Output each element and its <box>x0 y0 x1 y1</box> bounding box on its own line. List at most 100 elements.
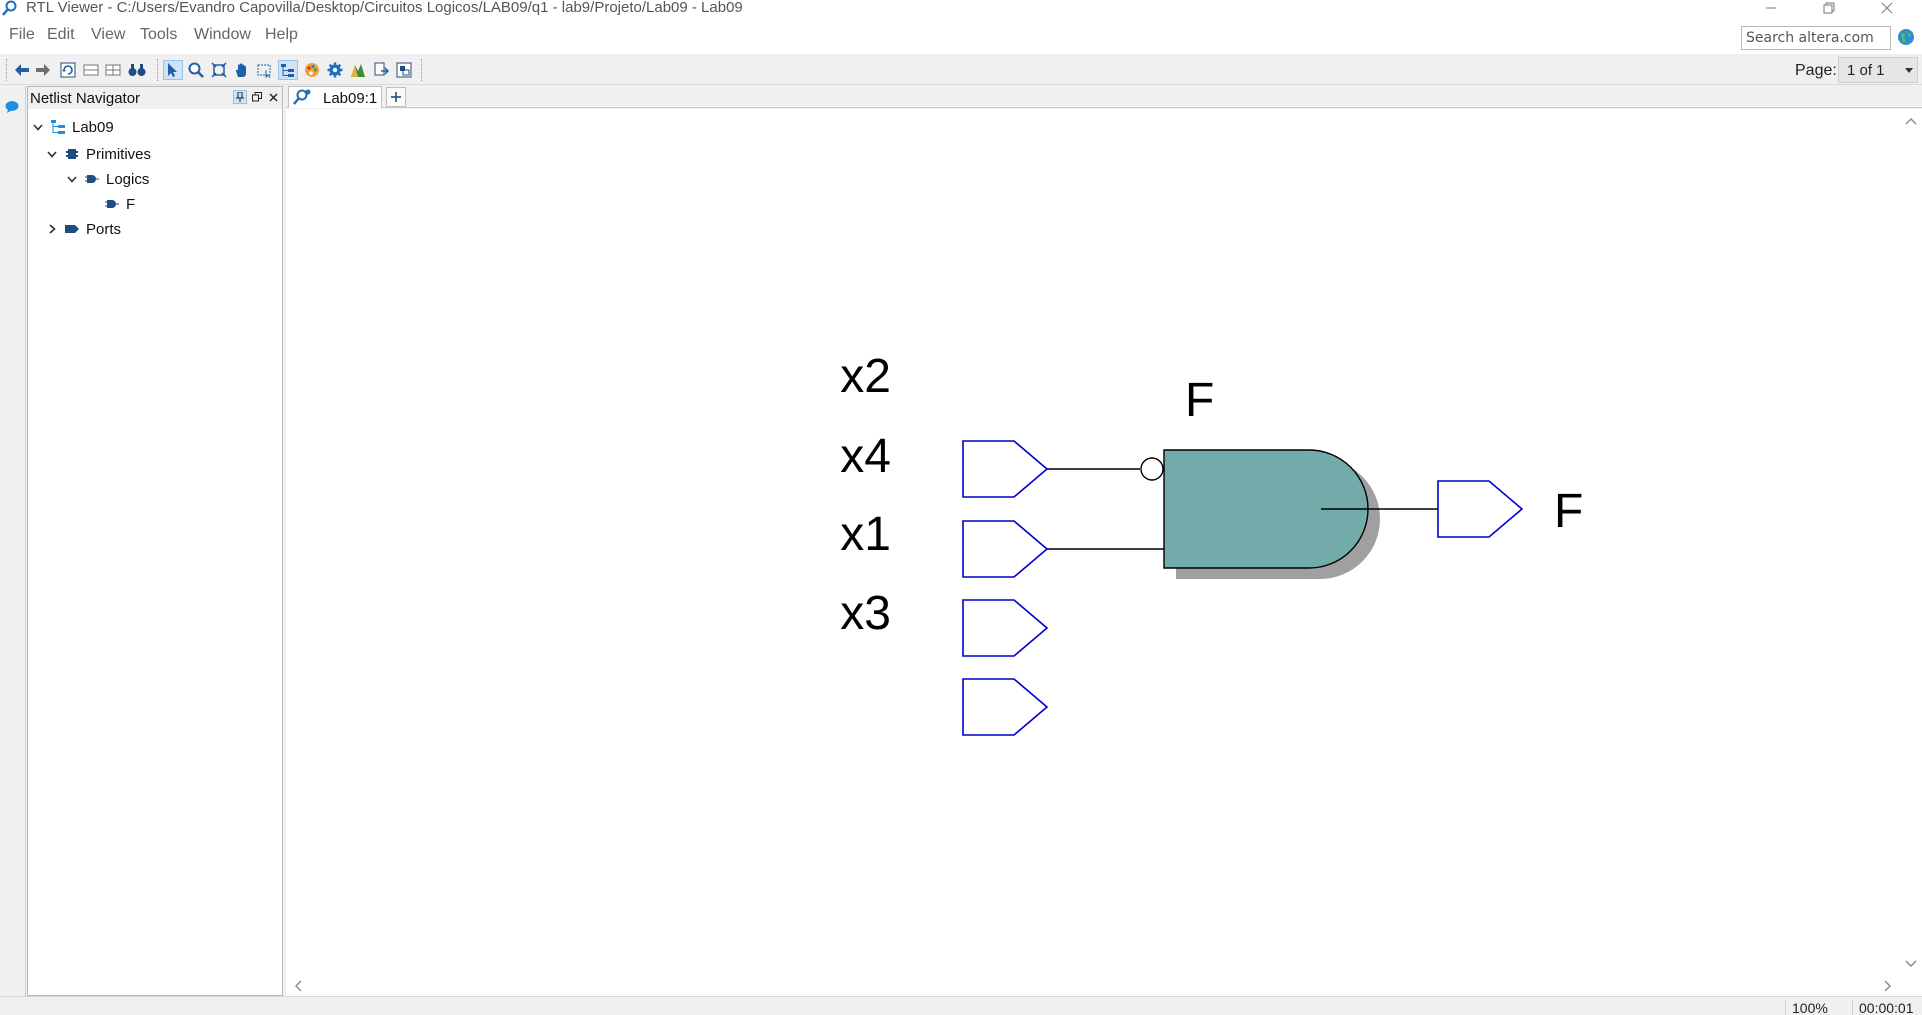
technology-map-button[interactable] <box>348 60 368 80</box>
find-button[interactable] <box>127 60 147 80</box>
gear-icon <box>327 62 343 78</box>
toolbar: Page: 1 of 1 <box>0 55 1922 85</box>
pin-button[interactable] <box>233 90 247 104</box>
horizontal-scrollbar[interactable] <box>286 976 1900 996</box>
window-title: RTL Viewer - C:/Users/Evandro Capovilla/… <box>26 0 743 16</box>
refresh-button[interactable] <box>58 60 78 80</box>
scroll-corner <box>1900 976 1922 996</box>
rtl-viewer-icon <box>292 89 312 110</box>
vertical-scrollbar[interactable] <box>1900 109 1922 976</box>
chevron-down-icon[interactable] <box>46 148 58 160</box>
close-icon <box>1881 2 1893 14</box>
forward-arrow-icon <box>36 64 50 76</box>
input-port-x4[interactable]: x4 <box>840 430 1049 578</box>
tree-item-ports[interactable]: Ports <box>46 219 121 239</box>
tree-item-primitives[interactable]: Primitives <box>46 144 151 164</box>
primitive-icon <box>64 148 80 160</box>
tree-item-f[interactable]: F <box>104 194 135 214</box>
hand-tool-button[interactable] <box>232 60 252 80</box>
minimize-button[interactable] <box>1748 0 1794 16</box>
zoom-icon <box>188 62 204 78</box>
input-port-x2[interactable]: x2 <box>840 350 1049 498</box>
add-tab-button[interactable] <box>386 87 406 107</box>
gate-label: F <box>1185 374 1214 427</box>
input-port-x1[interactable]: x1 <box>840 508 1049 657</box>
input-port-x3[interactable]: x3 <box>840 587 1049 736</box>
globe-icon[interactable] <box>1897 28 1915 46</box>
port-label-x1: x1 <box>840 508 891 561</box>
hierarchy-down-icon <box>105 64 121 76</box>
netlist-navigator-button[interactable] <box>278 60 298 80</box>
chevron-down-icon[interactable] <box>32 121 44 133</box>
refresh-icon <box>60 62 76 78</box>
back-button[interactable] <box>12 60 32 80</box>
navigator-title: Netlist Navigator <box>30 90 141 107</box>
chevron-right-icon[interactable] <box>46 223 58 235</box>
chart-icon <box>351 64 365 77</box>
status-bar: 100% 00:00:01 <box>0 996 1922 1015</box>
tab-lab09-1[interactable]: Lab09:1 <box>288 86 382 108</box>
float-icon <box>252 92 262 102</box>
selection-tool-button[interactable] <box>163 60 183 80</box>
scroll-left-arrow-icon[interactable] <box>295 980 302 992</box>
hand-icon <box>236 63 246 77</box>
page-label: Page: <box>1795 62 1837 79</box>
tree-item-label: Ports <box>86 220 122 238</box>
logic-gate-icon <box>84 173 100 185</box>
pointer-icon <box>168 63 177 77</box>
restore-button[interactable] <box>1806 0 1852 16</box>
toolbar-grip-3[interactable] <box>421 59 424 81</box>
search-input[interactable]: Search altera.com <box>1741 26 1891 50</box>
schematic-canvas[interactable]: x2 x4 x1 x3 F <box>286 109 1900 976</box>
gate-body <box>1163 449 1369 569</box>
output-port-symbol <box>1437 480 1524 538</box>
export-button[interactable] <box>371 60 391 80</box>
scroll-down-arrow-icon[interactable] <box>1905 960 1917 967</box>
chevron-down-icon[interactable] <box>66 173 78 185</box>
chevron-down-icon <box>1905 68 1913 73</box>
tree-item-logics[interactable]: Logics <box>66 169 149 189</box>
forward-button[interactable] <box>33 60 53 80</box>
port-icon <box>64 223 80 235</box>
go-down-button[interactable] <box>103 60 123 80</box>
messages-icon[interactable] <box>5 100 19 119</box>
fit-window-button[interactable] <box>209 60 229 80</box>
menu-tools[interactable]: Tools <box>140 26 178 43</box>
input-port-symbol <box>962 440 1049 498</box>
toolbar-grip-2[interactable] <box>157 59 160 81</box>
tree-item-lab09[interactable]: Lab09 <box>32 117 114 137</box>
go-up-button[interactable] <box>81 60 101 80</box>
fit-icon <box>211 62 227 78</box>
menu-view[interactable]: View <box>91 26 126 43</box>
settings-button[interactable] <box>325 60 345 80</box>
zoom-tool-button[interactable] <box>186 60 206 80</box>
properties-button[interactable] <box>394 60 414 80</box>
menu-edit[interactable]: Edit <box>47 26 75 43</box>
tree-item-label: Lab09 <box>72 118 114 136</box>
menu-file[interactable]: File <box>9 26 35 43</box>
scroll-up-arrow-icon[interactable] <box>1905 118 1917 125</box>
color-button[interactable] <box>302 60 322 80</box>
menu-window[interactable]: Window <box>194 26 251 43</box>
tab-bar: Lab09:1 <box>286 86 1922 108</box>
back-arrow-icon <box>15 64 29 76</box>
logic-gate-icon <box>104 198 120 210</box>
elapsed-time: 00:00:01 <box>1852 1000 1914 1015</box>
and-gate-f[interactable]: F <box>1140 374 1380 579</box>
close-panel-button[interactable] <box>266 90 280 104</box>
area-select-button[interactable] <box>255 60 275 80</box>
float-button[interactable] <box>250 90 264 104</box>
close-window-button[interactable] <box>1864 0 1910 16</box>
page-selector[interactable]: 1 of 1 <box>1838 57 1918 83</box>
left-side-strip <box>0 86 26 996</box>
scroll-right-arrow-icon[interactable] <box>1884 980 1891 992</box>
menu-help[interactable]: Help <box>265 26 298 43</box>
output-port-f[interactable]: F <box>1437 480 1583 538</box>
navigator-header: Netlist Navigator <box>28 87 282 109</box>
minimize-icon <box>1766 7 1776 9</box>
hierarchy-icon <box>50 119 66 134</box>
pin-icon <box>236 92 244 102</box>
toolbar-grip[interactable] <box>6 59 9 81</box>
export-icon <box>374 62 389 76</box>
tree-item-label: F <box>126 195 136 213</box>
